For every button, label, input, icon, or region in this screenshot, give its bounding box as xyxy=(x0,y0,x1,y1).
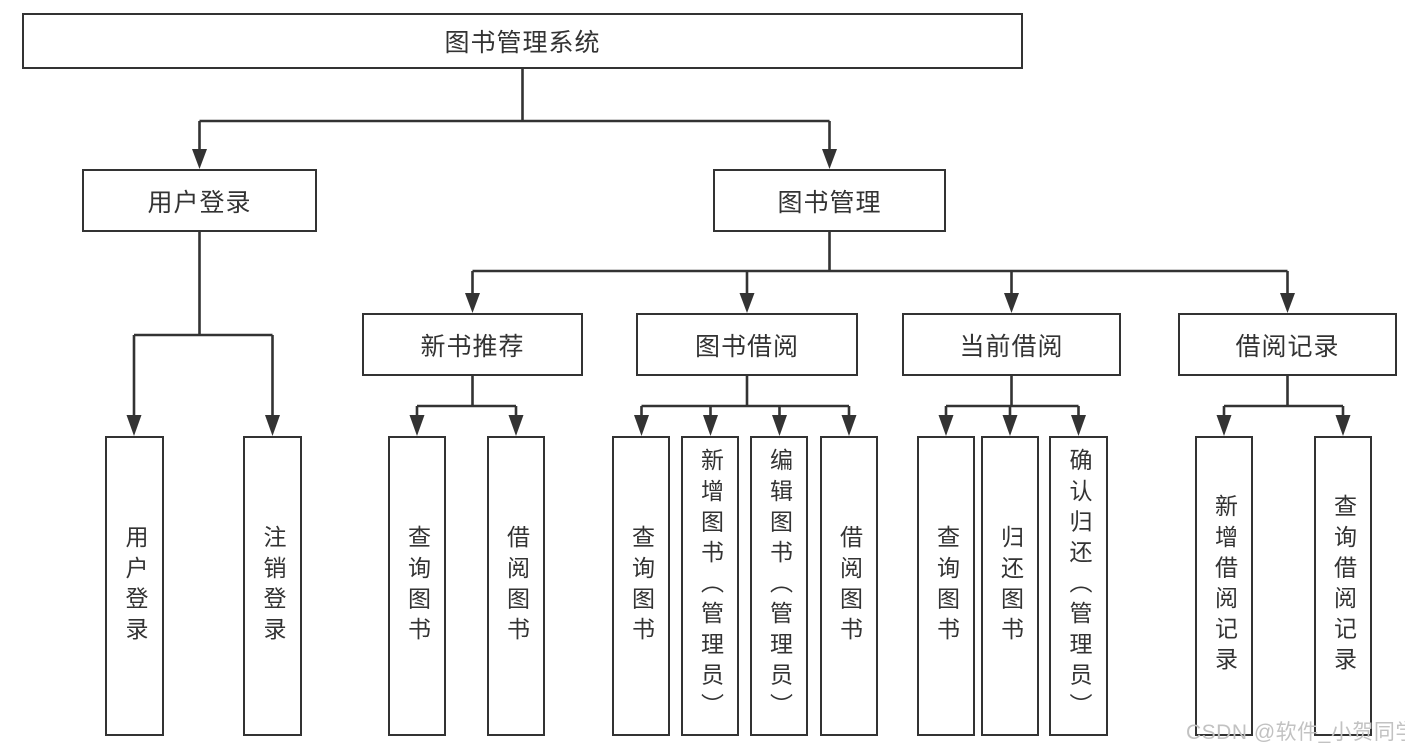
leaf-current-confirm-return-admin-label: 确认归还（管理员） xyxy=(1066,448,1092,724)
node-book-borrow-label: 图书借阅 xyxy=(694,332,799,361)
arrowhead-user-login xyxy=(192,149,207,169)
edge-new-book-rec-to-children xyxy=(415,376,518,416)
edge-root-to-level2 xyxy=(198,68,831,150)
edge-borrow-record-to-children xyxy=(1222,376,1345,416)
leaf-borrow-query-books-label: 查询图书 xyxy=(628,524,655,648)
leaf-user-login-label: 用户登录 xyxy=(122,524,148,648)
csdn-watermark: CSDN @软件_小贺同学 xyxy=(1186,721,1405,744)
node-current-borrow-label: 当前借阅 xyxy=(959,332,1064,361)
node-user-login-label: 用户登录 xyxy=(147,188,252,217)
arrowhead-new-book-rec xyxy=(465,293,480,313)
arrowhead-leaf-borrow-borrow xyxy=(841,415,857,436)
edge-current-borrow-to-children xyxy=(944,376,1080,416)
node-book-management-label: 图书管理 xyxy=(777,188,882,217)
leaf-current-return-books: 归还图书 xyxy=(981,436,1039,736)
node-new-book-recommend: 新书推荐 xyxy=(362,313,583,376)
leaf-current-return-books-label: 归还图书 xyxy=(997,524,1024,648)
leaf-user-login: 用户登录 xyxy=(105,436,164,736)
node-borrow-record: 借阅记录 xyxy=(1178,313,1397,376)
leaf-record-query-borrow-record-label: 查询借阅记录 xyxy=(1330,494,1357,678)
leaf-current-query-books-label: 查询图书 xyxy=(933,524,960,648)
node-current-borrow: 当前借阅 xyxy=(902,313,1121,376)
arrowhead-leaf-rec-borrow xyxy=(508,415,524,436)
leaf-recommend-query-books-label: 查询图书 xyxy=(404,524,431,648)
arrowhead-leaf-user-login xyxy=(126,415,142,436)
node-book-borrow: 图书借阅 xyxy=(636,313,858,376)
arrowhead-current-borrow xyxy=(1004,293,1019,313)
node-root: 图书管理系统 xyxy=(22,13,1023,69)
leaf-borrow-add-books-admin-label: 新增图书（管理员） xyxy=(697,448,724,724)
arrowhead-leaf-logout xyxy=(265,415,280,436)
leaf-borrow-add-books-admin: 新增图书（管理员） xyxy=(681,436,739,736)
arrowhead-leaf-borrow-query xyxy=(634,415,649,436)
leaf-borrow-query-books: 查询图书 xyxy=(612,436,670,736)
node-user-login: 用户登录 xyxy=(82,169,317,232)
leaf-borrow-borrow-books: 借阅图书 xyxy=(820,436,878,736)
leaf-recommend-query-books: 查询图书 xyxy=(388,436,446,736)
leaf-recommend-borrow-books: 借阅图书 xyxy=(487,436,545,736)
leaf-logout: 注销登录 xyxy=(243,436,302,736)
edge-user-login-to-children xyxy=(132,232,274,416)
arrowhead-leaf-record-query xyxy=(1335,415,1351,436)
leaf-current-confirm-return-admin: 确认归还（管理员） xyxy=(1049,436,1108,736)
node-borrow-record-label: 借阅记录 xyxy=(1235,332,1340,361)
node-new-book-recommend-label: 新书推荐 xyxy=(420,332,525,361)
leaf-record-query-borrow-record: 查询借阅记录 xyxy=(1314,436,1372,736)
leaf-recommend-borrow-books-label: 借阅图书 xyxy=(503,524,530,648)
edge-book-management-to-level3 xyxy=(471,232,1289,294)
leaf-record-add-borrow-record-label: 新增借阅记录 xyxy=(1211,494,1238,678)
leaf-logout-label: 注销登录 xyxy=(260,524,286,648)
arrowhead-leaf-borrow-edit xyxy=(772,415,787,436)
node-book-management: 图书管理 xyxy=(713,169,946,232)
arrowhead-book-borrow xyxy=(739,293,755,313)
arrowhead-leaf-current-return xyxy=(1002,415,1018,436)
arrowhead-borrow-record xyxy=(1280,293,1295,313)
arrowhead-book-management xyxy=(822,149,837,169)
leaf-borrow-edit-books-admin: 编辑图书（管理员） xyxy=(750,436,808,736)
node-root-label: 图书管理系统 xyxy=(444,29,601,57)
leaf-record-add-borrow-record: 新增借阅记录 xyxy=(1195,436,1253,736)
arrowhead-leaf-borrow-add xyxy=(703,415,718,436)
leaf-borrow-edit-books-admin-label: 编辑图书（管理员） xyxy=(766,448,793,724)
arrowhead-leaf-current-confirm xyxy=(1071,415,1086,436)
leaf-current-query-books: 查询图书 xyxy=(917,436,975,736)
arrowhead-leaf-record-add xyxy=(1216,415,1232,436)
edge-book-borrow-to-children xyxy=(640,376,851,416)
arrowhead-leaf-current-query xyxy=(938,415,954,436)
arrowhead-leaf-rec-query xyxy=(409,415,425,436)
leaf-borrow-borrow-books-label: 借阅图书 xyxy=(836,524,863,648)
